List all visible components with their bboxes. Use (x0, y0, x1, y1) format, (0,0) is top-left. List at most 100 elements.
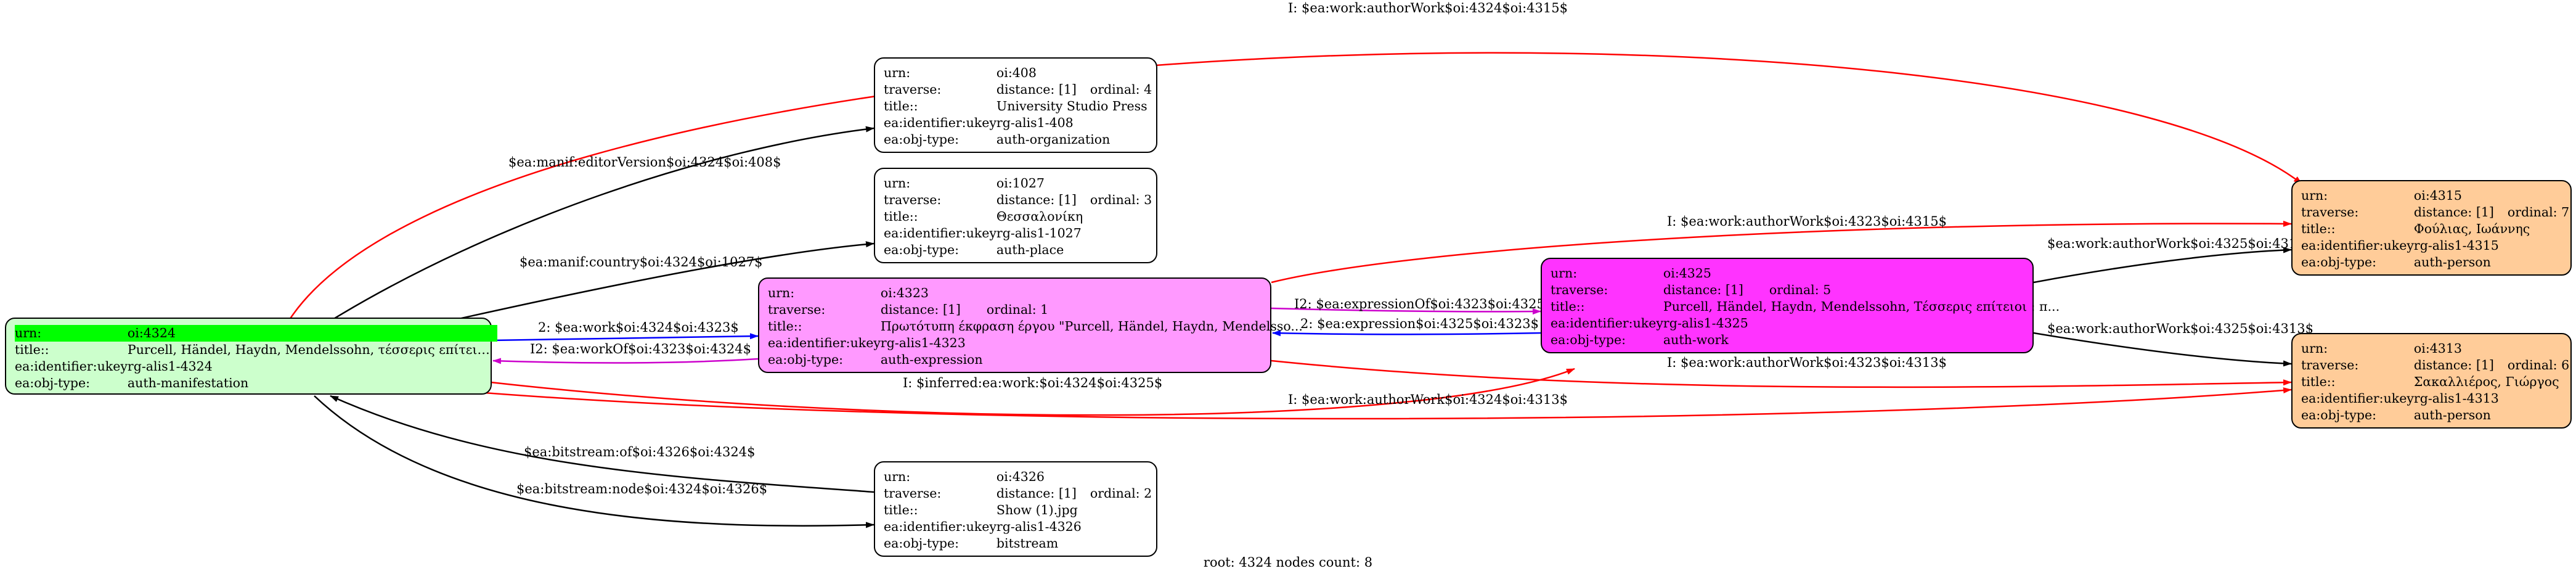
node-title: Purcell, Händel, Haydn, Mendelssohn, Τέσ… (1663, 299, 2060, 314)
node-ukey: rg-alis1-4313 (2413, 391, 2499, 406)
node-urn: oi:1027 (996, 176, 1045, 191)
node-4325[interactable]: urn: oi:4325 traverse: distance: [1] ordina… (1541, 258, 2060, 353)
edge-label-workof-4323-4324: I2: $ea:workOf$oi:4323$oi:4324$ (530, 342, 751, 356)
node-key: ea:obj-type: (884, 536, 959, 551)
node-title: Θεσσαλονίκη (996, 209, 1083, 224)
edge-authorwork-4325-4315 (2033, 247, 2292, 284)
node-urn: oi:4326 (996, 469, 1045, 484)
node-key: title:: (2301, 374, 2336, 389)
node-ukey: rg-alis1-4325 (1663, 316, 1748, 331)
edge-label-authorwork-4324-4315: I: $ea:work:authorWork$oi:4324$oi:4315$ (1288, 1, 1568, 15)
node-distance: distance: [1] (880, 302, 961, 317)
node-ordinal: ordinal: 3 (1090, 192, 1152, 207)
node-key: urn: (2301, 188, 2328, 203)
node-key: ea:obj-type: (15, 376, 90, 390)
node-distance: distance: [1] (2413, 205, 2494, 220)
node-type: auth-work (1663, 332, 1729, 347)
node-key: title:: (884, 503, 918, 517)
node-ordinal: ordinal: 2 (1090, 486, 1152, 501)
node-1027[interactable]: urn:oi:1027 traverse:distance: [1]ordina… (874, 168, 1157, 263)
node-key: ea:identifier:ukey (884, 226, 997, 240)
node-key: title:: (15, 342, 49, 357)
edge-label-authorwork-4323-4313: I: $ea:work:authorWork$oi:4323$oi:4313$ (1667, 355, 1947, 370)
node-key: ea:identifier:ukey (884, 519, 997, 534)
edge-authorwork-4324-4315 (288, 52, 2302, 320)
node-ordinal: ordinal: 5 (1769, 282, 1832, 297)
node-key: urn: (884, 65, 911, 80)
node-key: traverse: (768, 302, 826, 317)
node-distance: distance: [1] (996, 192, 1077, 207)
node-key: title:: (768, 319, 802, 334)
node-urn: oi:4313 (2413, 341, 2462, 356)
node-distance: distance: [1] (2413, 358, 2494, 372)
node-4313[interactable]: urn:oi:4313 traverse:distance: [1]ordina… (2291, 333, 2572, 429)
node-key: ea:obj-type: (884, 132, 959, 147)
node-ukey: rg-alis1-4324 (127, 359, 213, 374)
node-4326[interactable]: urn:oi:4326 traverse:distance: [1]ordina… (874, 461, 1157, 557)
node-urn: oi:4325 (1663, 266, 1711, 281)
edge-label-work-4324-4323: 2: $ea:work$oi:4324$oi:4323$ (538, 320, 739, 335)
node-408[interactable]: urn: oi:408 traverse: distance: [1] ordinal… (874, 57, 1157, 153)
node-key: traverse: (1551, 282, 1608, 297)
node-key: ea:identifier:ukey (1551, 316, 1663, 331)
edge-authorwork-4325-4313 (2033, 332, 2292, 367)
node-distance: distance: [1] (996, 82, 1077, 97)
node-ukey: rg-alis1-4326 (996, 519, 1082, 534)
node-type: auth-place (996, 242, 1064, 257)
node-key: urn: (768, 285, 795, 300)
node-urn: oi:408 (996, 65, 1037, 80)
node-key: ea:obj-type: (1551, 332, 1626, 347)
node-key: urn: (15, 325, 128, 342)
node-ordinal: ordinal: 6 (2507, 358, 2570, 372)
node-type: auth-person (2413, 255, 2491, 269)
node-key: ea:obj-type: (2301, 408, 2376, 422)
node-ukey: rg-alis1-1027 (996, 226, 1082, 240)
node-distance: distance: [1] (996, 486, 1077, 501)
node-type: auth-person (2413, 408, 2491, 422)
node-key: traverse: (2301, 205, 2359, 220)
edge-label-authorwork-4324-4313: I: $ea:work:authorWork$oi:4324$oi:4313$ (1288, 392, 1568, 407)
node-4323[interactable]: urn: oi:4323 traverse: distance: [1] ordina… (758, 277, 1303, 373)
node-key: ea:identifier:ukey (15, 359, 128, 374)
node-title-text: Purcell, Händel, Haydn, Mendelssohn, τέσ… (127, 342, 497, 357)
node-title: Φούλιας, Ιωάννης (2413, 221, 2530, 236)
node-key: ea:obj-type: (2301, 255, 2376, 269)
node-key: urn: (884, 176, 911, 191)
edge-label-expression-4325-4323: 2: $ea:expression$oi:4325$oi:4323$ (1300, 316, 1539, 331)
edge-label-bitstreamnode-4324-4326: $ea:bitstream:node$oi:4324$oi:4326$ (516, 482, 767, 496)
node-urn: oi:4323 (880, 285, 929, 300)
edge-workof-4323-4324 (492, 358, 759, 364)
node-key: ea:obj-type: (884, 242, 959, 257)
node-title: Show (1).jpg (996, 503, 1078, 517)
node-key: traverse: (884, 486, 942, 501)
node-title: Πρωτότυπη έκφραση έργου "Purcell, Händel… (880, 319, 1303, 334)
node-type: auth-expression (880, 352, 983, 367)
node-key: traverse: (884, 82, 942, 97)
edge-work-4324-4323 (491, 333, 759, 342)
edge-label-bitstreamof-4326-4324: $ea:bitstream:of$oi:4326$oi:4324$ (524, 445, 755, 459)
edge-label-expressionof-4323-4325: I2: $ea:expressionOf$oi:4323$oi:4325$ (1294, 297, 1553, 311)
node-key: ea:identifier:ukey (2301, 391, 2414, 406)
node-key: urn: (1551, 266, 1578, 281)
node-ordinal: ordinal: 1 (986, 302, 1049, 317)
edge-label-authorwork-4323-4315: I: $ea:work:authorWork$oi:4323$oi:4315$ (1667, 214, 1947, 229)
edge-label-authorwork-4325-4315: $ea:work:authorWork$oi:4325$oi:4315$ (2047, 236, 2313, 251)
node-key: ea:identifier:ukey (768, 335, 881, 350)
node-key: ea:obj-type: (768, 352, 843, 367)
node-key: ea:identifier:ukey (884, 115, 997, 130)
edge-expressionof-4323-4325 (1271, 307, 1541, 315)
graph-footer: root: 4324 nodes count: 8 (1203, 555, 1373, 570)
node-ukey: rg-alis1-4315 (2413, 238, 2499, 253)
node-key: title:: (884, 99, 918, 113)
node-ordinal: ordinal: 4 (1090, 82, 1152, 97)
node-distance: distance: [1] (1663, 282, 1743, 297)
node-4315[interactable]: urn:oi:4315 traverse:distance: [1]ordina… (2291, 180, 2572, 276)
node-title: Purcell, Händel, Haydn, Mendelssohn, τέσ… (128, 342, 497, 358)
node-4324[interactable]: urn: oi:4324 title:: Purcell, Händel, Ha… (5, 318, 497, 395)
node-urn: oi:4324 (127, 325, 497, 342)
edge-label-authorwork-4325-4313: $ea:work:authorWork$oi:4325$oi:4313$ (2047, 321, 2313, 336)
node-type: auth-manifestation (127, 376, 249, 390)
edge-label-country-4324-1027: $ea:manif:country$oi:4324$oi:1027$ (520, 255, 763, 269)
node-key: traverse: (2301, 358, 2359, 372)
